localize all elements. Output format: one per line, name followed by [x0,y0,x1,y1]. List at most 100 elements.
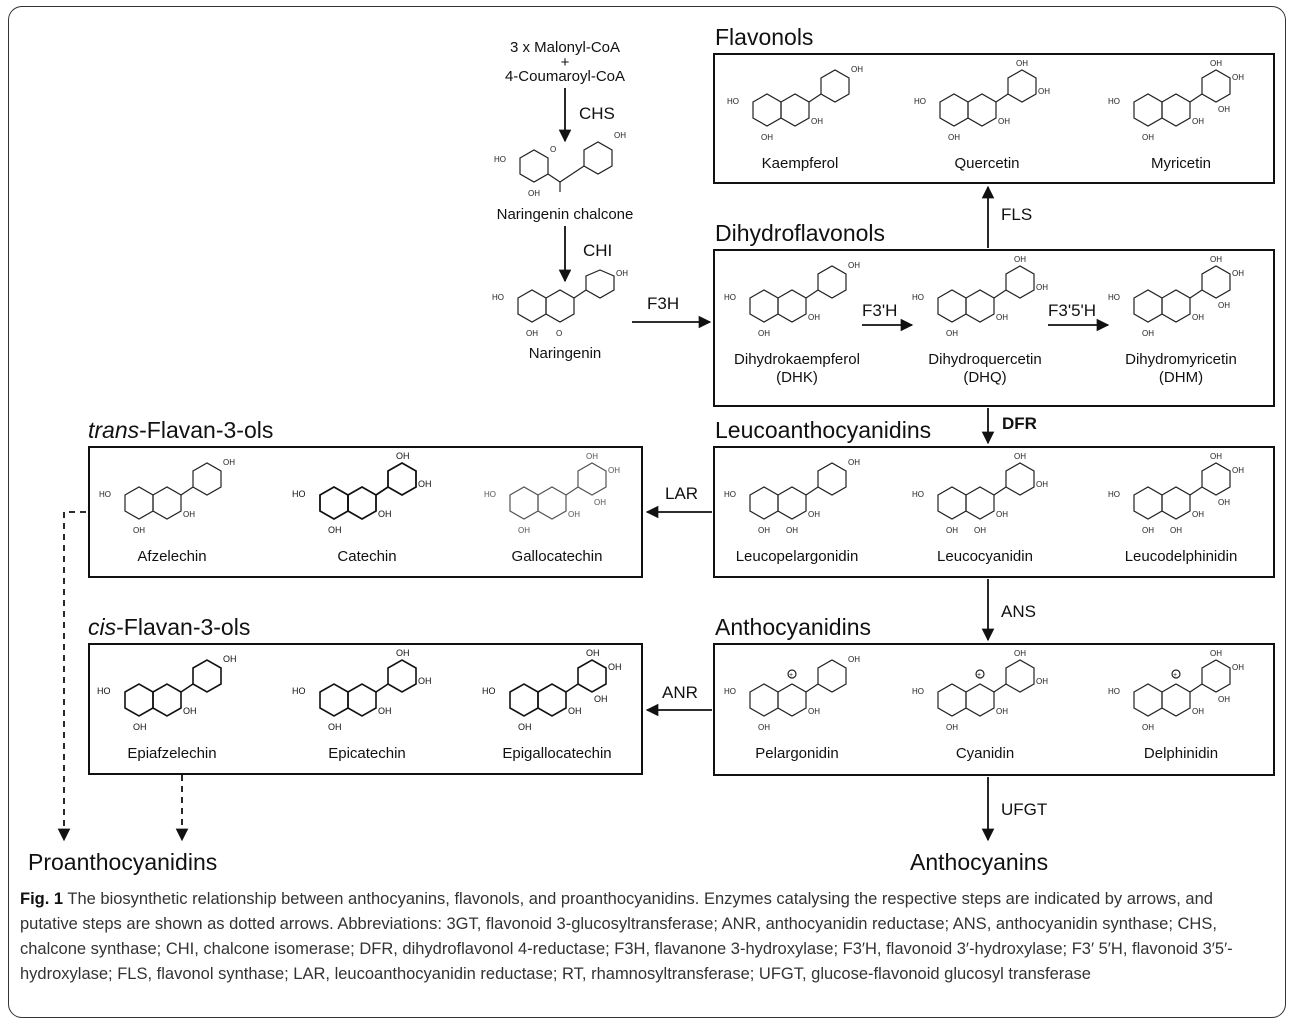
leucopelargonidin-structure: HO OH OH OH OH [724,458,860,535]
plus-sign: + [560,54,570,71]
header-dihydroflavonols: Dihydroflavonols [715,220,886,246]
svg-text:OH: OH [1232,269,1244,278]
compound-naringenin-chalcone: HO OH OH O [490,128,640,208]
compound-catechin: HO OH OH OH OH Catechin [292,451,442,566]
svg-text:OH: OH [808,313,820,322]
enzyme-f3h: F3H [647,294,680,313]
abbr-dhq: (DHQ) [963,369,1007,386]
enzyme-lar: LAR [665,484,699,503]
svg-text:OH: OH [378,706,392,716]
svg-text:OH: OH [1218,105,1230,114]
svg-text:OH: OH [974,526,986,535]
svg-text:HO: HO [482,686,496,696]
svg-text:OH: OH [1014,649,1026,658]
catechin-structure: HO OH OH OH OH [292,451,432,535]
name-epiafzelechin: Epiafzelechin [127,745,217,762]
compound-epicatechin: HO OH OH OH OH Epicatechin [292,648,442,763]
svg-text:OH: OH [608,662,622,672]
svg-text:OH: OH [786,526,798,535]
svg-text:OH: OH [614,131,626,140]
svg-text:OH: OH [223,654,237,664]
svg-text:OH: OH [1014,255,1026,264]
svg-text:OH: OH [996,313,1008,322]
svg-text:OH: OH [1014,452,1026,461]
svg-text:OH: OH [1218,301,1230,310]
svg-text:HO: HO [484,490,496,499]
compound-epigallocatechin: HO OH OH OH OH OH Epigallocatechin [482,648,632,763]
name-gallocatechin: Gallocatechin [511,548,603,565]
svg-text:HO: HO [724,687,736,696]
svg-text:OH: OH [1192,117,1204,126]
name-quercetin: Quercetin [954,155,1020,172]
svg-text:+: + [789,672,793,679]
svg-text:OH: OH [396,648,410,658]
svg-text:OH: OH [586,452,598,461]
compound-epiafzelechin: HO OH OH OH Epiafzelechin [97,650,247,763]
svg-text:OH: OH [1210,452,1222,461]
svg-text:OH: OH [378,509,392,519]
svg-text:OH: OH [1036,480,1048,489]
svg-text:OH: OH [183,706,197,716]
dihydroquercetin-structure: HO OH OH OH OH [912,255,1048,338]
name-epigallocatechin: Epigallocatechin [502,745,612,762]
svg-text:OH: OH [1036,283,1048,292]
name-catechin: Catechin [337,548,397,565]
svg-text:OH: OH [1016,59,1028,68]
svg-text:OH: OH [1192,510,1204,519]
caption-figure-label: Fig. 1 [20,890,64,908]
dihydromyricetin-structure: HO OH OH OH OH OH [1108,255,1244,338]
caption-text: The biosynthetic relationship between an… [20,890,1233,983]
abbr-dhm: (DHM) [1158,369,1204,386]
svg-text:HO: HO [724,293,736,302]
abbr-dhk: (DHK) [776,369,818,386]
name-myricetin: Myricetin [1150,155,1211,172]
compound-dihydromyricetin: HO OH OH OH OH OH Dihydromyricetin (DHM) [1106,255,1256,387]
svg-text:OH: OH [526,329,538,338]
svg-text:OH: OH [1038,87,1050,96]
compound-naringenin: HO OH OH O [490,269,640,345]
svg-text:OH: OH [418,479,432,489]
svg-text:OH: OH [528,189,540,198]
enzyme-f35h: F3'5'H [1048,301,1097,320]
compound-delphinidin: + HO OH OH OH OH OH Delphinidin [1106,649,1256,763]
malonyl-coa: 3 x Malonyl-CoA [509,39,621,56]
enzyme-f3ph: F3'H [862,301,898,320]
header-flavonols: Flavonols [715,24,814,50]
svg-text:OH: OH [1142,133,1154,142]
svg-text:OH: OH [133,526,145,535]
delphinidin-structure: + HO OH OH OH OH OH [1108,649,1244,732]
svg-text:OH: OH [758,526,770,535]
naringenin-structure: HO OH OH O [492,269,628,338]
compound-dihydrokaempferol: HO OH OH OH Dihydrokaempferol (DHK) [722,256,872,387]
svg-text:OH: OH [1232,73,1244,82]
enzyme-chi: CHI [583,241,613,260]
svg-text:OH: OH [946,723,958,732]
compound-leucocyanidin: HO OH OH OH OH OH Leucocyanidin [910,452,1060,566]
svg-text:OH: OH [848,458,860,467]
enzyme-ans: ANS [1001,602,1036,621]
svg-text:+: + [977,672,981,679]
svg-text:HO: HO [1108,293,1120,302]
pelargonidin-structure: + HO OH OH OH [724,655,860,732]
svg-text:OH: OH [1192,707,1204,716]
header-trans-flavan-3-ols: trans-Flavan-3-ols [88,417,274,443]
svg-text:OH: OH [594,498,606,507]
name-cyanidin: Cyanidin [955,745,1015,762]
svg-text:HO: HO [492,293,504,302]
svg-text:OH: OH [996,510,1008,519]
leucocyanidin-structure: HO OH OH OH OH OH [912,452,1048,535]
svg-text:OH: OH [848,655,860,664]
svg-text:OH: OH [568,706,582,716]
cyanidin-structure: + HO OH OH OH OH [912,649,1048,732]
header-leucoanthocyanidins: Leucoanthocyanidins [715,417,932,443]
svg-text:O: O [550,145,556,154]
dihydrokaempferol-structure: HO OH OH OH [724,261,860,338]
svg-text:OH: OH [808,707,820,716]
svg-text:OH: OH [608,466,620,475]
naringenin-chalcone-label: Naringenin chalcone [496,206,634,223]
enzyme-anr: ANR [662,683,698,702]
dihydroflavonols-box [713,249,1275,407]
svg-text:OH: OH [1036,677,1048,686]
svg-text:HO: HO [912,490,924,499]
svg-text:OH: OH [183,510,195,519]
